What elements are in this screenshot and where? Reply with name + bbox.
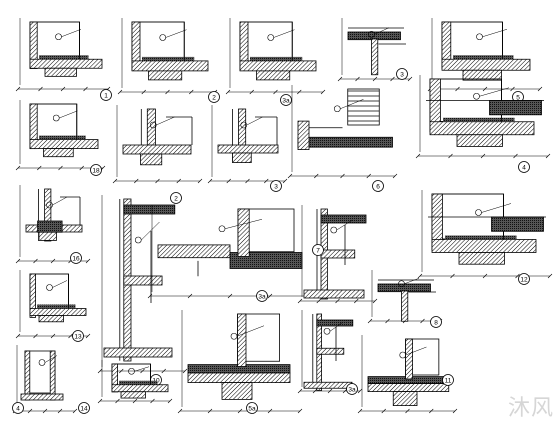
detail-label: 18 bbox=[92, 168, 100, 175]
detail-label-circle bbox=[70, 252, 82, 264]
detail-label-circle bbox=[78, 402, 90, 414]
detail-label-circle bbox=[280, 94, 292, 106]
detail-label: 3a bbox=[282, 98, 290, 105]
detail-section-d18: 5a bbox=[177, 310, 303, 414]
detail-section-d1: 1 bbox=[15, 18, 112, 101]
detail-label-circle bbox=[246, 402, 258, 414]
detail-label-circle bbox=[270, 180, 282, 192]
detail-label: 3 bbox=[400, 72, 404, 79]
detail-label-circle bbox=[312, 244, 324, 256]
detail-section-d20: 8 bbox=[367, 270, 443, 328]
detail-section-d3: 3a bbox=[225, 18, 326, 106]
detail-label: 5 bbox=[516, 95, 520, 102]
detail-label: 11 bbox=[445, 378, 452, 385]
detail-label: 3a bbox=[348, 387, 356, 394]
watermark-text: 沐风 bbox=[507, 396, 554, 421]
detail-label-circle bbox=[430, 316, 442, 328]
detail-label-circle bbox=[396, 68, 408, 80]
detail-label: 5a bbox=[248, 406, 256, 413]
detail-label: 7 bbox=[316, 248, 320, 255]
detail-label: 13 bbox=[74, 334, 82, 341]
detail-section-d14: 7 bbox=[297, 205, 378, 304]
detail-section-d16: 13 bbox=[15, 270, 91, 342]
detail-label: 2 bbox=[174, 196, 178, 203]
detail-section-d12: 10 bbox=[97, 195, 188, 386]
detail-label: 3a bbox=[258, 294, 266, 301]
detail-label-circle bbox=[170, 192, 182, 204]
detail-label-circle bbox=[12, 402, 24, 414]
detail-section-d22: 4 bbox=[12, 360, 173, 414]
detail-label: 3 bbox=[274, 184, 278, 191]
detail-section-d21: 11 bbox=[357, 335, 458, 414]
detail-label: 12 bbox=[520, 277, 528, 284]
detail-section-d19: 3a bbox=[297, 310, 363, 395]
detail-section-d7: 2 bbox=[112, 105, 203, 204]
detail-section-d6: 18 bbox=[15, 100, 106, 176]
detail-section-d8: 3 bbox=[207, 105, 288, 192]
detail-section-d13: 3a bbox=[147, 205, 313, 302]
detail-label-circle bbox=[100, 89, 112, 101]
detail-label-circle bbox=[346, 383, 358, 395]
detail-label-circle bbox=[518, 161, 530, 173]
detail-label-circle bbox=[208, 91, 220, 103]
detail-section-d2: 2 bbox=[117, 18, 220, 103]
detail-label: 8 bbox=[434, 320, 438, 327]
detail-section-d17: 14 bbox=[12, 345, 90, 414]
detail-label: 6 bbox=[376, 184, 380, 191]
detail-label-circle bbox=[72, 330, 84, 342]
detail-label: 4 bbox=[522, 165, 526, 172]
detail-label: 2 bbox=[212, 95, 216, 102]
detail-section-d5: 5 bbox=[427, 18, 543, 103]
detail-label: 14 bbox=[80, 406, 88, 413]
detail-section-d11: 16 bbox=[15, 185, 91, 264]
detail-label: 4 bbox=[16, 406, 20, 413]
detail-section-d4: 3 bbox=[337, 18, 413, 82]
detail-label-circle bbox=[442, 374, 454, 386]
detail-label: 1 bbox=[104, 93, 108, 100]
detail-section-d15: 12 bbox=[417, 190, 553, 285]
detail-label-circle bbox=[372, 180, 384, 192]
detail-section-d9: 6 bbox=[287, 85, 398, 192]
detail-label-circle bbox=[256, 290, 268, 302]
detail-label-circle bbox=[518, 273, 530, 285]
detail-label-circle bbox=[90, 164, 102, 176]
detail-label: 16 bbox=[72, 256, 80, 263]
detail-section-d10: 4 bbox=[415, 75, 551, 173]
